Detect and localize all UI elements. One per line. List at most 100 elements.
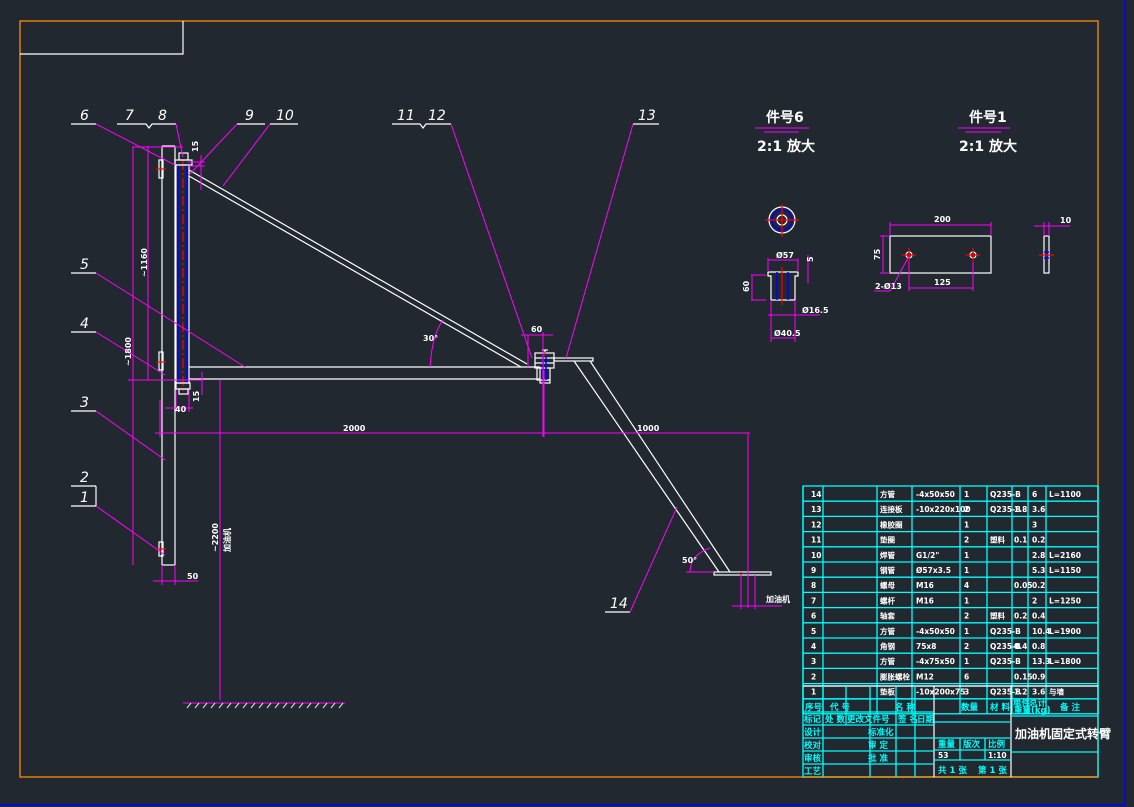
hatch-stroke bbox=[307, 703, 311, 708]
bom-cell-note: L=1900 bbox=[1049, 627, 1081, 636]
dim-ground-note: 加油机 bbox=[222, 528, 232, 553]
title-block: 标记 处 数 更改文件号 签 名 日期 设计 校对 审核 工艺 标准化 审 定 … bbox=[803, 686, 1111, 777]
detail1-d200: 200 bbox=[934, 215, 951, 224]
hatch-stroke bbox=[219, 703, 223, 708]
bom-cell-spec: M16 bbox=[916, 596, 934, 605]
bom-row: 6轴套2塑料0.20.4 bbox=[811, 611, 1045, 621]
bom-cell-spec: M16 bbox=[916, 581, 934, 590]
bom-cell-qty: 2 bbox=[964, 642, 969, 651]
bom-header-name: 名 称 bbox=[895, 702, 915, 713]
bom-cell-unit: 0.05 bbox=[1014, 581, 1033, 590]
bom-cell-qty: 1 bbox=[964, 566, 969, 575]
bom-cell-total: 0.4 bbox=[1032, 612, 1045, 621]
bom-header-no: 序号 bbox=[804, 702, 823, 713]
weight-label: 重量 bbox=[938, 739, 956, 750]
bom-cell-qty: 1 bbox=[964, 551, 969, 560]
hatch-stroke bbox=[267, 703, 271, 708]
bom-row: 8螺母M1640.050.2 bbox=[811, 580, 1045, 590]
label-9: 9 bbox=[245, 108, 254, 124]
bom-cell-spec: -10x220x100 bbox=[916, 505, 971, 514]
hatch-stroke bbox=[331, 703, 335, 708]
bom-cell-name: 焊管 bbox=[880, 550, 895, 560]
bom-cell-total: 3 bbox=[1032, 520, 1037, 529]
hatch-stroke bbox=[323, 703, 327, 708]
bom-cell-name: 垫板 bbox=[880, 687, 895, 697]
bom-cell-no: 8 bbox=[811, 581, 816, 590]
bom-cell-no: 3 bbox=[811, 657, 816, 666]
detail1-title: 件号1 bbox=[969, 109, 1007, 126]
detail6-d57: Ø57 bbox=[776, 250, 794, 260]
dim-50: 50 bbox=[187, 572, 199, 581]
label-8: 8 bbox=[158, 108, 167, 124]
bom-cell-no: 1 bbox=[811, 688, 816, 697]
bom-cell-name: 螺杆 bbox=[880, 595, 895, 605]
detail6-d40-5: Ø40.5 bbox=[774, 328, 801, 338]
hatch-stroke bbox=[203, 703, 207, 708]
bom-cell-note: 与墙 bbox=[1049, 687, 1065, 697]
bom-row: 13连接板-10x220x1002Q235-B1.83.6 bbox=[811, 504, 1045, 514]
bom-cell-name: 膨胀螺栓 bbox=[879, 671, 910, 681]
rev-header-mark: 标记 bbox=[803, 714, 822, 725]
detail-part-6: 件号6 2:1 放大 Ø57 5 60 Ø16.5 Ø40.5 bbox=[742, 109, 829, 342]
label-3: 3 bbox=[80, 395, 89, 411]
role-process: 工艺 bbox=[804, 766, 822, 777]
bom-cell-total: 0.2 bbox=[1032, 581, 1045, 590]
bom-cell-spec: -4x50x50 bbox=[916, 490, 955, 499]
detail1-scale: 2:1 放大 bbox=[959, 138, 1017, 155]
role-check: 校对 bbox=[804, 740, 822, 751]
bom-cell-note: L=1100 bbox=[1049, 490, 1081, 499]
dim-1000: 1000 bbox=[637, 424, 660, 433]
bom-cell-note: L=1250 bbox=[1049, 596, 1081, 605]
bom-cell-name: 连接板 bbox=[880, 504, 903, 514]
bom-cell-material: Q235-B bbox=[990, 627, 1021, 636]
bom-row: 1垫板-10x200x753Q235-B1.23.6与墙 bbox=[811, 687, 1065, 697]
bom-cell-qty: 4 bbox=[964, 581, 969, 590]
role-review: 审核 bbox=[804, 753, 822, 764]
hatch-stroke bbox=[187, 703, 191, 708]
bom-header-code: 代 号 bbox=[829, 702, 850, 713]
bom-row: 4角钢75x82Q235-B0.40.8 bbox=[811, 641, 1045, 651]
bom-cell-no: 14 bbox=[811, 490, 821, 499]
bom-cell-qty: 6 bbox=[964, 672, 969, 681]
bom-row: 7螺杆M1612L=1250 bbox=[811, 595, 1081, 605]
bom-row: 9钢管Ø57x3.515.3L=1150 bbox=[811, 565, 1081, 575]
dim-40: 40 bbox=[175, 405, 187, 414]
hatch-stroke bbox=[259, 703, 263, 708]
bom-cell-no: 6 bbox=[811, 612, 816, 621]
hatch-stroke bbox=[275, 703, 279, 708]
bom-header-qty: 数量 bbox=[961, 702, 979, 713]
label-11: 11 bbox=[397, 108, 415, 124]
role-design: 设计 bbox=[804, 727, 822, 738]
hatch-stroke bbox=[315, 703, 319, 708]
bom-cell-no: 12 bbox=[811, 520, 821, 529]
detail1-d10: 10 bbox=[1060, 216, 1072, 225]
label-5: 5 bbox=[80, 257, 89, 273]
label-14: 14 bbox=[610, 596, 628, 612]
bom-cell-total: 6 bbox=[1032, 490, 1037, 499]
bom-header-material: 材 料 bbox=[989, 702, 1010, 713]
bom-row: 14方管-4x50x501Q235-B6L=1100 bbox=[811, 489, 1081, 499]
dim-2000: 2000 bbox=[343, 424, 366, 433]
version-label: 版次 bbox=[962, 739, 981, 750]
scale-value: 1:10 bbox=[988, 751, 1007, 760]
bom-cell-total: 0.8 bbox=[1032, 642, 1045, 651]
bom-header-note: 备 注 bbox=[1059, 702, 1080, 713]
bom-cell-name: 橡胶圈 bbox=[880, 519, 903, 529]
bom-cell-spec: -4x75x50 bbox=[916, 657, 955, 666]
bom-cell-spec: G1/2" bbox=[916, 551, 939, 560]
bom-cell-material: Q235-B bbox=[990, 490, 1021, 499]
label-6: 6 bbox=[80, 108, 89, 124]
part-labels: 6 7 8 9 10 5 4 3 2 1 11 12 13 14 bbox=[80, 108, 656, 612]
main-assembly bbox=[156, 146, 771, 576]
bom-cell-qty: 2 bbox=[964, 536, 969, 545]
bom-cell-unit: 1.2 bbox=[1014, 688, 1027, 697]
detail1-d125: 125 bbox=[934, 278, 951, 287]
bom-cell-total: 10.4 bbox=[1032, 627, 1051, 636]
bom-row: 2膨胀螺栓M1260.150.9 bbox=[811, 671, 1045, 681]
angle-50: 50° bbox=[682, 556, 697, 565]
bom-header-weight: 重量(kg) bbox=[1014, 705, 1051, 716]
label-7: 7 bbox=[125, 108, 134, 124]
bom-cell-unit: 1.8 bbox=[1014, 505, 1027, 514]
ground-hatch bbox=[187, 703, 343, 708]
bom-cell-note: L=2160 bbox=[1049, 551, 1081, 560]
